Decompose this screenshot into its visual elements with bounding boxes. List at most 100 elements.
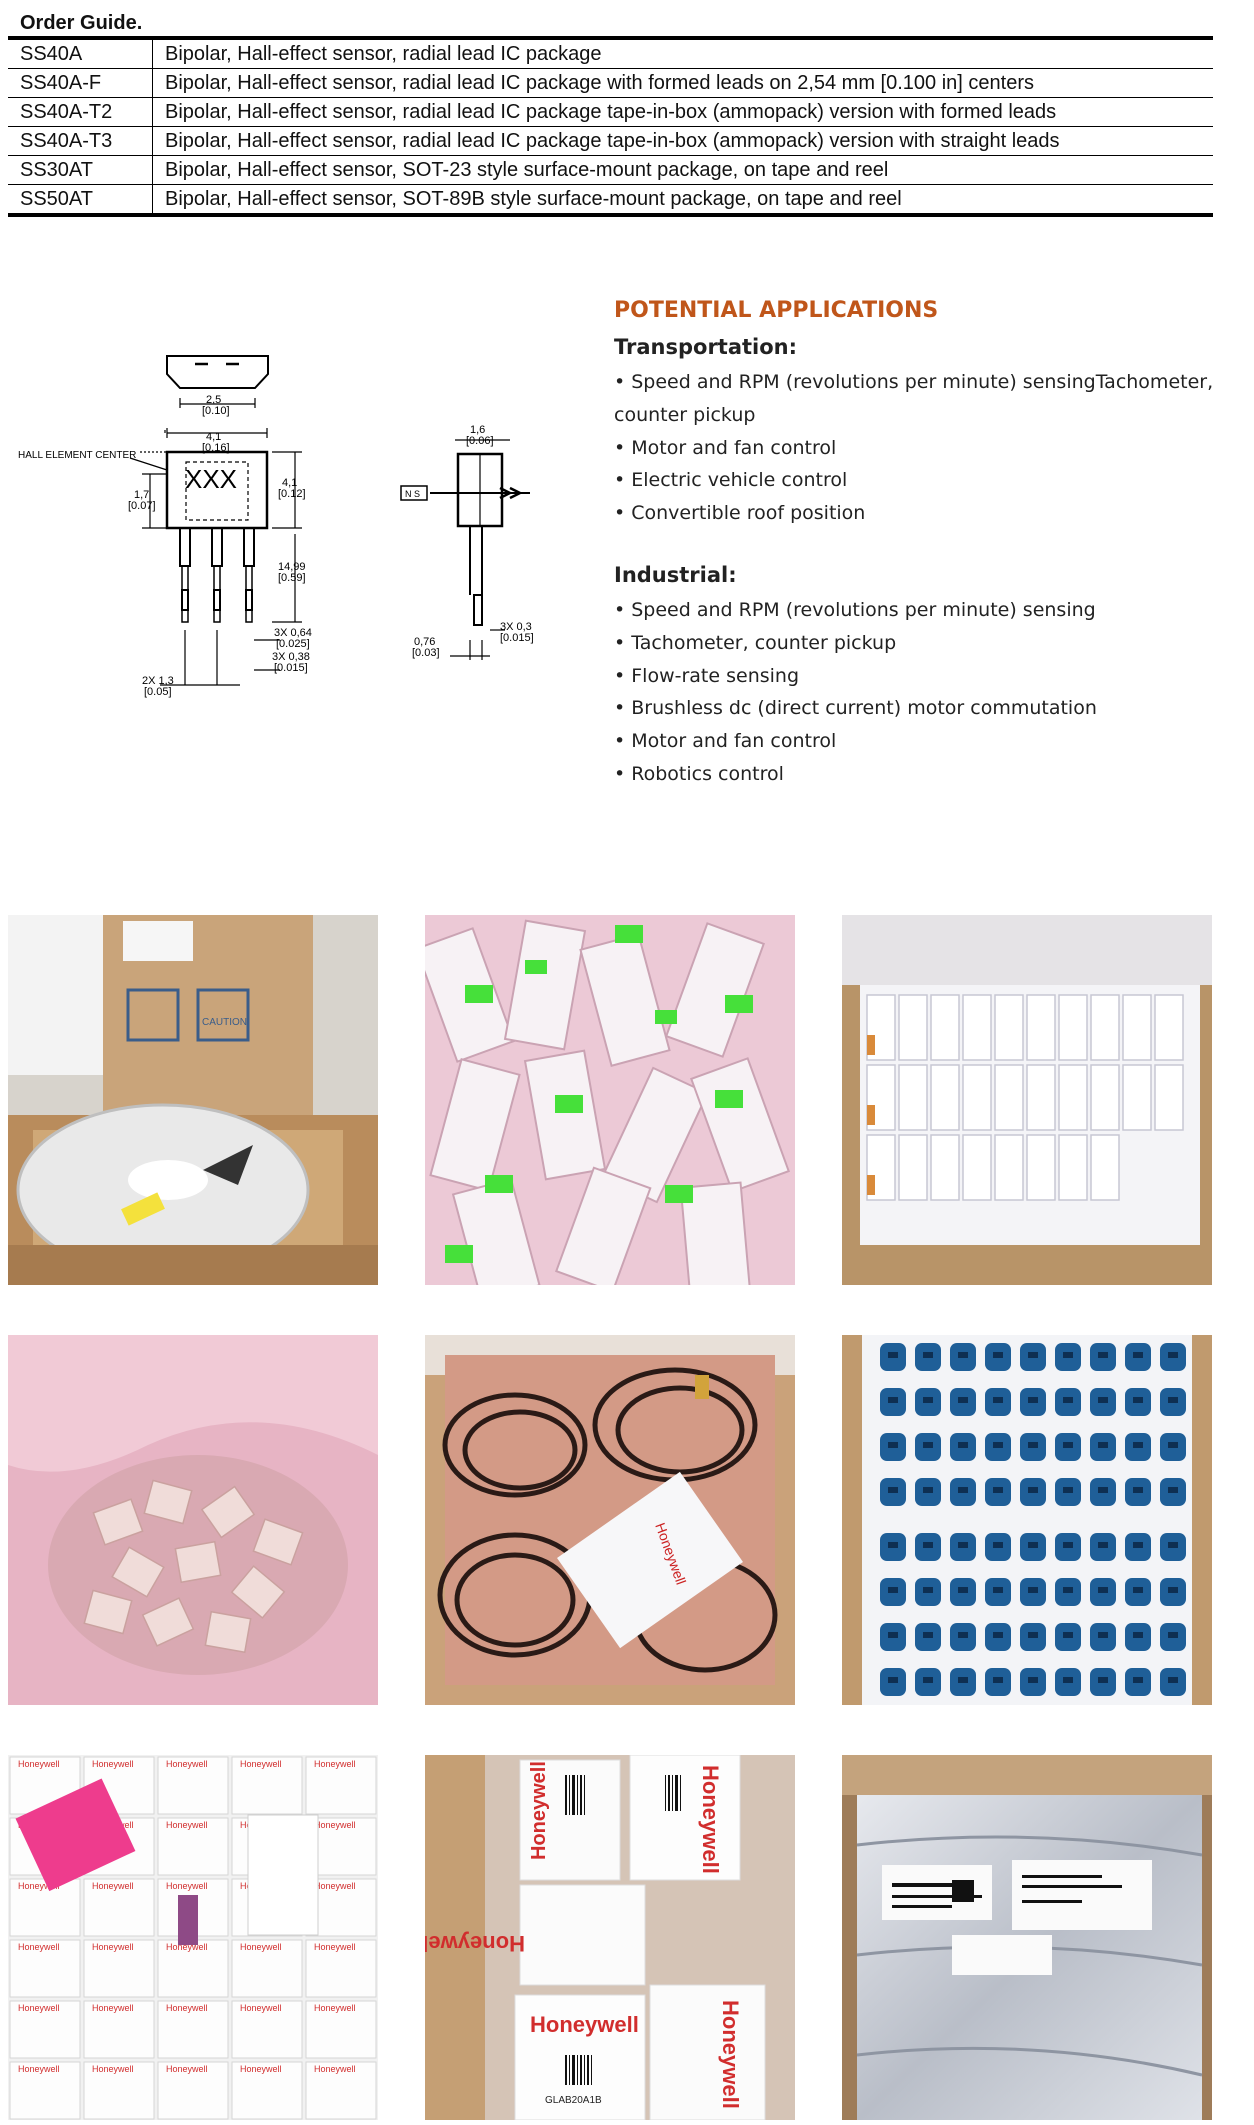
part-description: Bipolar, Hall-effect sensor, radial lead… xyxy=(152,38,1213,69)
list-item: • Flow-rate sensing xyxy=(614,664,800,687)
part-code: SS40A-T3 xyxy=(8,126,153,156)
brand-text: Honeywell xyxy=(92,1881,134,1891)
ns-label: N S xyxy=(405,489,420,499)
brand-text: Honeywell xyxy=(314,2064,356,2074)
dim-label: 1,7 xyxy=(134,489,149,501)
part-description: Bipolar, Hall-effect sensor, radial lead… xyxy=(152,97,1213,127)
brand-text: Honeywell xyxy=(92,2003,134,2013)
package-drawing: 2,5 [0.10] 4,1 [0.16] HALL ELEMENT CENTE… xyxy=(18,355,534,698)
photo-pink-bag-parts xyxy=(8,1335,378,1705)
dim-label: [0.12] xyxy=(278,488,306,500)
brand-text: Honeywell xyxy=(18,1881,60,1891)
dim-label: 14,99 xyxy=(278,561,306,573)
list-item: • Robotics control xyxy=(614,762,784,785)
list-item: • Convertible roof position xyxy=(614,502,866,525)
brand-text: Honeywell xyxy=(92,1759,134,1769)
dim-label: [0.03] xyxy=(412,647,440,659)
list-item: • Motor and fan control xyxy=(614,436,837,459)
dim-label: [0.10] xyxy=(202,405,230,417)
brand-text: Honeywell xyxy=(314,2003,356,2013)
brand-text: Honeywell xyxy=(18,1759,60,1769)
dim-label: 4,1 xyxy=(206,431,221,443)
photo-bagged-sensors xyxy=(425,915,795,1285)
part-code: SS50AT xyxy=(8,184,153,215)
brand-text: Honeywell xyxy=(425,1931,525,1956)
order-guide-title: Order Guide. xyxy=(20,12,143,34)
photo-boxed-sensors xyxy=(842,915,1212,1285)
dim-label: 3X 0,38 xyxy=(272,651,310,663)
dim-label: 2X 1,3 xyxy=(142,675,174,687)
brand-text: Honeywell xyxy=(528,1761,550,1860)
brand-text: Honeywell xyxy=(92,2064,134,2074)
top-view xyxy=(166,355,269,408)
part-code: SS30AT xyxy=(8,155,153,185)
brand-text: Honeywell xyxy=(240,2064,282,2074)
list-item: • Speed and RPM (revolutions per minute)… xyxy=(614,598,1096,621)
brand-text: Honeywell xyxy=(314,1759,356,1769)
device-marking: XXX xyxy=(185,464,237,494)
potential-applications: POTENTIAL APPLICATIONS Transportation: •… xyxy=(614,294,1234,791)
brand-text: Honeywell xyxy=(314,1820,356,1830)
brand-text: Honeywell xyxy=(166,2064,208,2074)
list-item: • Brushless dc (direct current) motor co… xyxy=(614,697,1097,720)
dim-label: [0.16] xyxy=(202,442,230,454)
part-description: Bipolar, Hall-effect sensor, radial lead… xyxy=(152,126,1213,156)
dim-label: 0,76 xyxy=(414,636,435,648)
part-code: SS40A-F xyxy=(8,68,153,98)
brand-text: Honeywell xyxy=(166,1881,208,1891)
brand-text: Honeywell xyxy=(240,2003,282,2013)
list-item: • Electric vehicle control xyxy=(614,469,848,492)
photo-honeywell-labeled-boxes: Honeywell Honeywell Honeywell Honeywell … xyxy=(425,1755,795,2125)
list-item: • Tachometer, counter pickup xyxy=(614,631,897,654)
photo-reel-in-box: CAUTION xyxy=(8,915,378,1285)
brand-text: Honeywell xyxy=(698,1765,723,1874)
dim-label: [0.015] xyxy=(274,662,308,674)
brand-text: Honeywell xyxy=(18,2064,60,2074)
industrial-list: • Speed and RPM (revolutions per minute)… xyxy=(614,594,1234,791)
dim-label: 3X 0,64 xyxy=(274,627,312,639)
brand-text: Honeywell xyxy=(718,2000,743,2109)
dim-label: [0.015] xyxy=(500,632,534,644)
brand-text: Honeywell xyxy=(314,1881,356,1891)
transportation-heading: Transportation: xyxy=(614,335,798,359)
part-description: Bipolar, Hall-effect sensor, SOT-89B sty… xyxy=(165,188,902,210)
part-description: Bipolar, Hall-effect sensor, radial lead… xyxy=(152,68,1213,98)
photo-foil-bags xyxy=(842,1755,1212,2125)
label-code: GLAB20A1B xyxy=(545,2095,602,2106)
side-view xyxy=(400,439,530,660)
part-code: SS40A-T2 xyxy=(8,97,153,127)
applications-heading: POTENTIAL APPLICATIONS xyxy=(614,298,939,323)
photo-cabled-sensors: Honeywell xyxy=(425,1335,795,1705)
hall-element-label: HALL ELEMENT CENTER xyxy=(18,450,136,461)
table-row: SS50AT Bipolar, Hall-effect sensor, SOT-8… xyxy=(8,184,1213,215)
dim-label: 2,5 xyxy=(206,394,221,406)
front-view xyxy=(129,428,302,686)
brand-text: Honeywell xyxy=(530,2012,639,2037)
caution-label: CAUTION xyxy=(202,1017,247,1028)
brand-text: Honeywell xyxy=(240,1759,282,1769)
list-item: • Motor and fan control xyxy=(614,730,837,753)
transportation-list: • Speed and RPM (revolutions per minute)… xyxy=(614,366,1234,530)
part-code: SS40A xyxy=(8,38,153,69)
brand-text: Honeywell xyxy=(18,1942,60,1952)
brand-text: Honeywell xyxy=(166,1820,208,1830)
dim-label: [0.07] xyxy=(128,500,156,512)
list-item: • Speed and RPM (revolutions per minute)… xyxy=(614,371,1214,426)
dim-label: [0.59] xyxy=(278,572,306,584)
photo-blue-connectors xyxy=(842,1335,1212,1705)
brand-text: Honeywell xyxy=(166,2003,208,2013)
dim-label: [0.025] xyxy=(276,638,310,650)
brand-text: Honeywell xyxy=(166,1759,208,1769)
part-description: Bipolar, Hall-effect sensor, SOT-23 styl… xyxy=(152,155,1213,185)
dim-label: 3X 0,3 xyxy=(500,621,532,633)
dim-label: 1,6 xyxy=(470,424,485,436)
brand-text: Honeywell xyxy=(240,1942,282,1952)
